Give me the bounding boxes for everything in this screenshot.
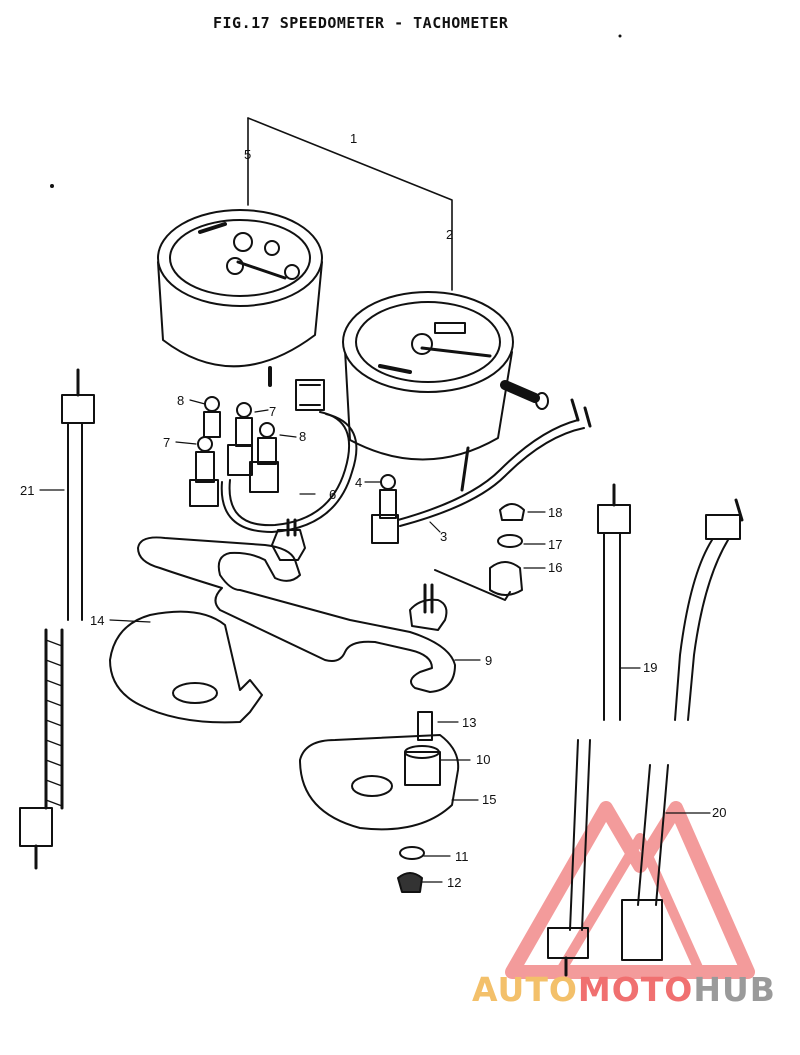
- watermark-moto: MOTO: [577, 970, 694, 1009]
- speedometer-gauge: [157, 209, 323, 387]
- callout-2: 2: [446, 227, 454, 242]
- callout-7a: 7: [269, 404, 277, 419]
- cover-15: [299, 734, 460, 831]
- watermark-hub: HUB: [693, 970, 776, 1009]
- callout-14: 14: [90, 613, 105, 628]
- callout-3: 3: [440, 529, 448, 544]
- scan-speck: [618, 34, 622, 38]
- callout-20: 20: [712, 805, 727, 820]
- cover-14: [109, 610, 263, 724]
- watermark-text: AUTOMOTOHUB: [472, 970, 776, 1009]
- wire-lead: [397, 398, 592, 527]
- leader-lines: [39, 399, 711, 883]
- callout-21: 21: [20, 483, 35, 498]
- watermark-logo: [505, 801, 755, 979]
- callout-9: 9: [485, 653, 493, 668]
- callout-12: 12: [447, 875, 462, 890]
- assembly-bracket: [247, 117, 453, 291]
- cable-19: [547, 483, 631, 977]
- cable-21: [19, 368, 95, 870]
- callout-1: 1: [350, 131, 358, 146]
- watermark-auto: AUTO: [472, 970, 578, 1009]
- callout-11: 11: [455, 849, 469, 864]
- scan-speck: [50, 184, 54, 188]
- callout-16: 16: [548, 560, 563, 575]
- cable-20: [621, 498, 744, 961]
- wiring-harness: [220, 379, 358, 533]
- callout-8b: 8: [299, 429, 307, 444]
- callout-18: 18: [548, 505, 563, 520]
- mounting-bracket: [137, 518, 456, 693]
- lamp-socket-4: [371, 474, 399, 544]
- callout-4: 4: [355, 475, 363, 490]
- callout-17: 17: [548, 537, 563, 552]
- figure-title: FIG.17 SPEEDOMETER - TACHOMETER: [213, 14, 509, 32]
- callout-7b: 7: [163, 435, 171, 450]
- callout-8a: 8: [177, 393, 185, 408]
- callout-19: 19: [643, 660, 658, 675]
- hardware: [397, 503, 525, 893]
- bulb-sockets: [189, 396, 279, 507]
- callout-13: 13: [462, 715, 477, 730]
- tachometer-gauge: [342, 291, 549, 492]
- callout-6: 6: [329, 487, 337, 502]
- callout-15: 15: [482, 792, 497, 807]
- callout-10: 10: [476, 752, 491, 767]
- callout-5: 5: [244, 147, 252, 162]
